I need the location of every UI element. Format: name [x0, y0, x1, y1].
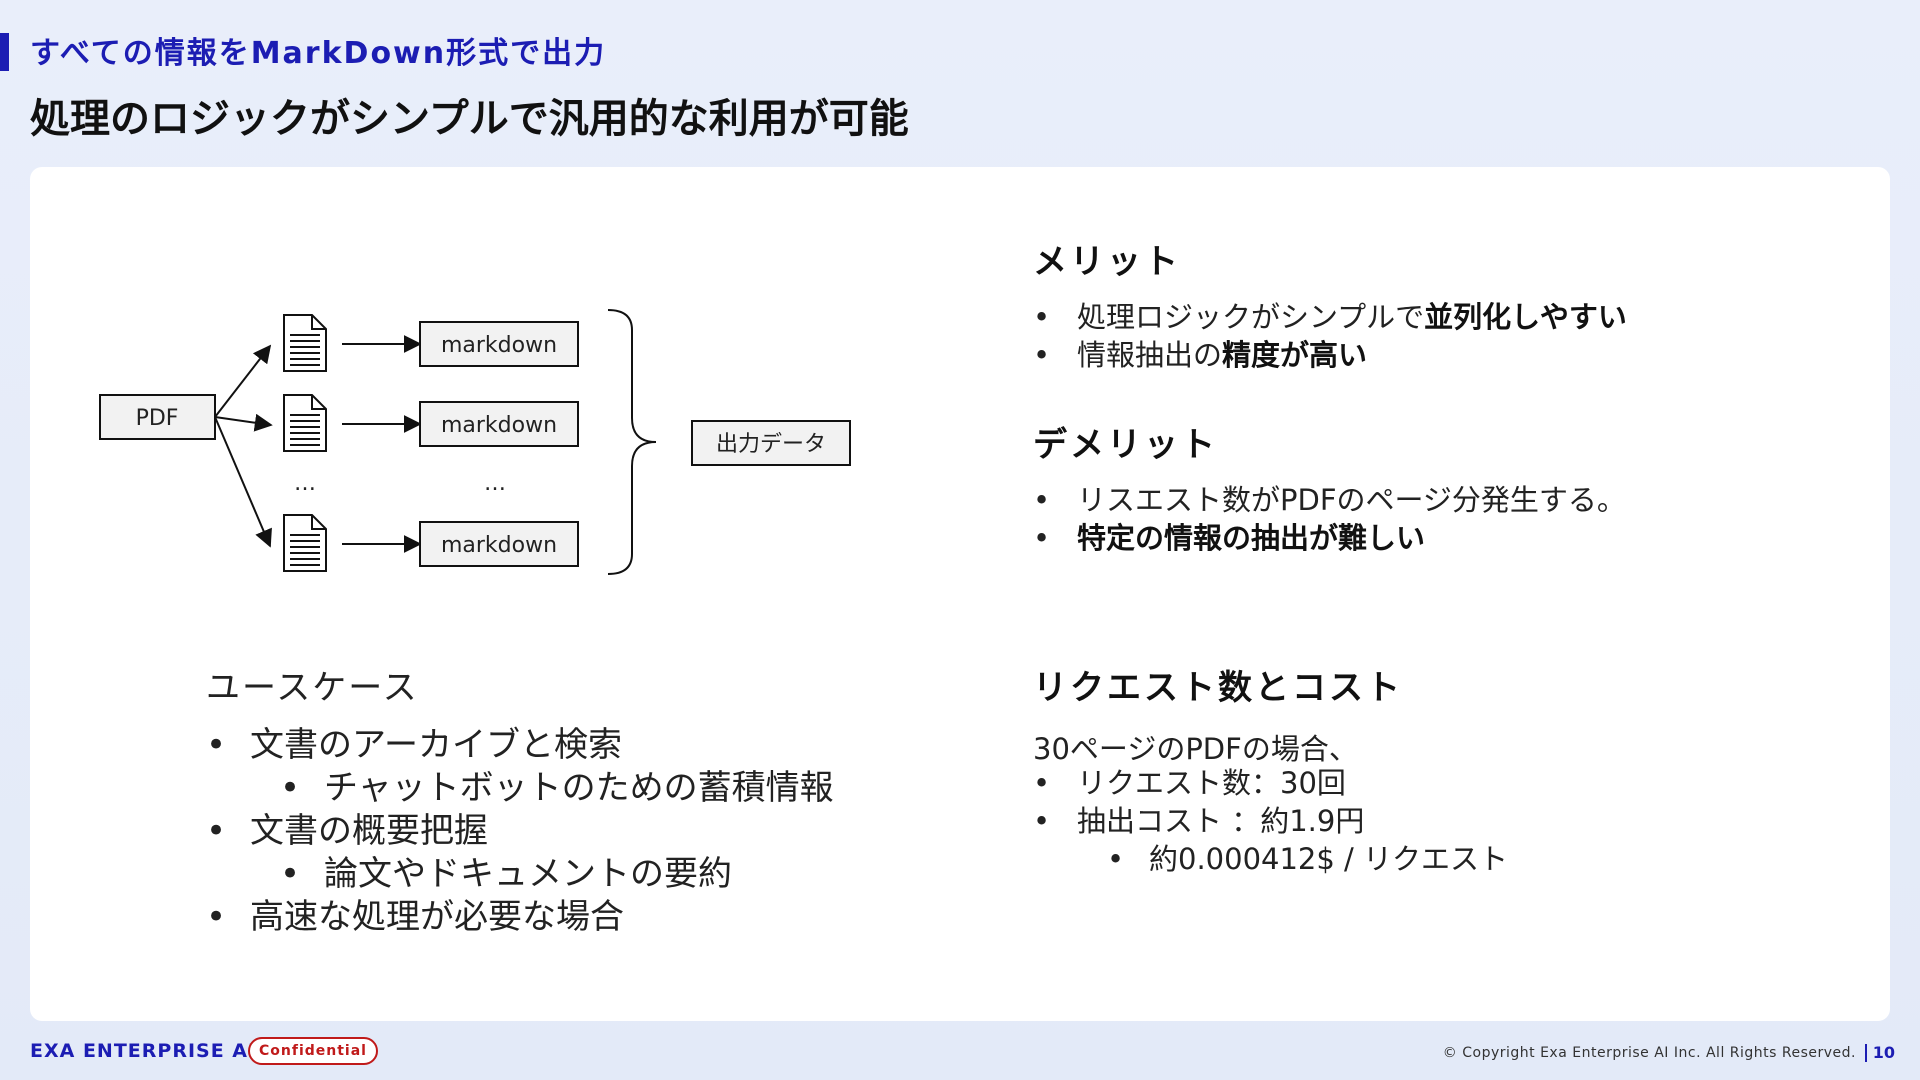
merits-list: 処理ロジックがシンプルで並列化しやすい 情報抽出の精度が高い: [1033, 298, 1627, 374]
pdf-to-markdown-diagram: PDF markdown markdown markdown … … 出力データ: [99, 309, 851, 575]
markdown-label: markdown: [441, 413, 557, 438]
markdown-label: markdown: [441, 333, 557, 358]
demerits-list: リスエスト数がPDFのページ分発生する。 特定の情報の抽出が難しい: [1033, 481, 1626, 557]
list-item: 情報抽出の精度が高い: [1033, 336, 1627, 374]
document-icon: [283, 314, 327, 372]
list-item: 抽出コスト ：約1.9円: [1033, 802, 1508, 840]
document-icon: [283, 514, 327, 572]
list-item: 文書の概要把握: [206, 810, 834, 853]
brand-logo-text: EXA ENTERPRISE AI: [30, 1040, 257, 1062]
demerits-heading: デメリット: [1033, 425, 1218, 465]
list-item: 特定の情報の抽出が難しい: [1033, 519, 1626, 557]
arrow-icon: [214, 416, 272, 548]
slide-subtitle: すべての情報をMarkDown形式で出力: [30, 36, 607, 71]
title-accent-bar: [0, 33, 9, 71]
ellipsis-markdown: …: [484, 471, 506, 496]
list-item: 処理ロジックがシンプルで並列化しやすい: [1033, 298, 1627, 336]
copyright-text: © Copyright Exa Enterprise AI Inc. All R…: [1442, 1045, 1856, 1061]
markdown-box: markdown: [419, 521, 579, 567]
usecases-heading: ユースケース: [206, 668, 419, 708]
markdown-box: markdown: [419, 321, 579, 367]
cost-heading: リクエスト数とコスト: [1033, 668, 1403, 708]
markdown-box: markdown: [419, 401, 579, 447]
list-item: リクエスト数：30回: [1033, 764, 1508, 802]
markdown-label: markdown: [441, 533, 557, 558]
output-data-label: 出力データ: [716, 432, 826, 457]
pdf-box: PDF: [99, 394, 216, 440]
document-icon: [283, 394, 327, 452]
brace-icon: [607, 309, 657, 575]
pdf-label: PDF: [136, 406, 179, 431]
list-item: 文書のアーカイブと検索: [206, 724, 834, 767]
page-divider: [1865, 1044, 1867, 1062]
list-item: チャットボットのための蓄積情報: [206, 767, 834, 810]
usecases-list: 文書のアーカイブと検索 チャットボットのための蓄積情報 文書の概要把握 論文やド…: [206, 724, 834, 939]
merits-heading: メリット: [1033, 242, 1181, 282]
cost-intro: 30ページのPDFの場合、: [1033, 732, 1358, 766]
confidential-badge: Confidential: [248, 1037, 378, 1065]
arrow-icon: [214, 413, 273, 432]
arrow-icon: [214, 344, 272, 418]
list-item: リスエスト数がPDFのページ分発生する。: [1033, 481, 1626, 519]
list-item: 約0.000412$ / リクエスト: [1033, 840, 1508, 878]
list-item: 高速な処理が必要な場合: [206, 896, 834, 939]
ellipsis-docs: …: [294, 471, 316, 496]
slide-title: 処理のロジックがシンプルで汎用的な利用が可能: [30, 96, 909, 142]
page-number: 10: [1872, 1043, 1895, 1062]
cost-list: リクエスト数：30回 抽出コスト ：約1.9円 約0.000412$ / リクエ…: [1033, 764, 1508, 878]
output-data-box: 出力データ: [691, 420, 851, 466]
list-item: 論文やドキュメントの要約: [206, 853, 834, 896]
